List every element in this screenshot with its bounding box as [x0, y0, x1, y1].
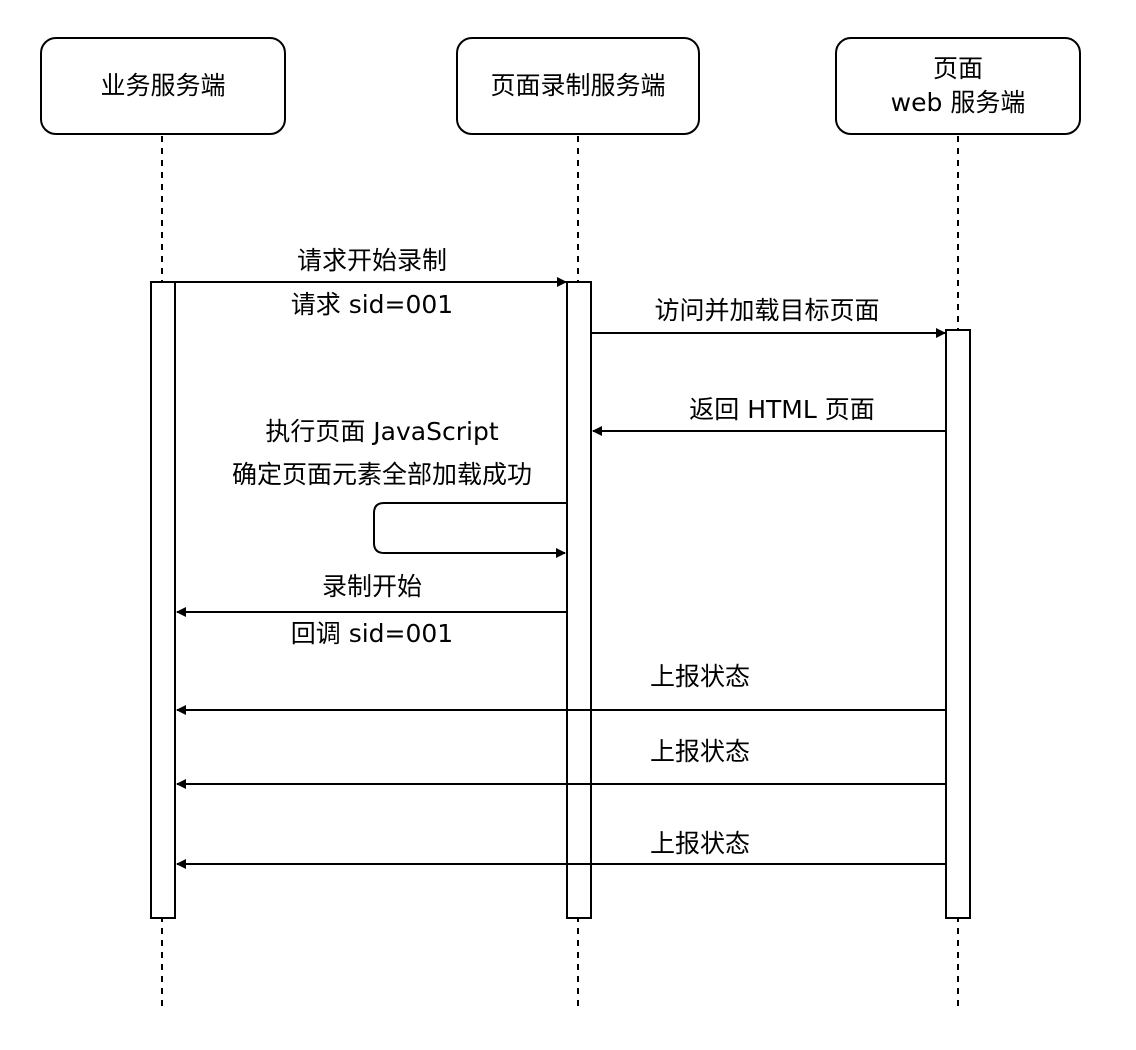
actor-web-label-line1: 页面: [932, 54, 983, 83]
msg-record-start-sub: 回调 sid=001: [290, 619, 454, 648]
actor-business: 业务服务端: [40, 37, 286, 135]
actor-web-label-line2: web 服务端: [890, 88, 1026, 117]
activation-recorder: [566, 281, 592, 919]
msg-visit-page: 访问并加载目标页面: [654, 296, 880, 325]
msg-report-3: 上报状态: [649, 829, 750, 858]
msg-report-2: 上报状态: [649, 737, 750, 766]
arrow-self-exec-js: [373, 502, 567, 558]
msg-report-1: 上报状态: [649, 662, 750, 691]
msg-return-html: 返回 HTML 页面: [689, 395, 875, 424]
actor-recorder-label: 页面录制服务端: [490, 71, 666, 100]
activation-web: [945, 329, 971, 919]
actor-business-label: 业务服务端: [100, 71, 226, 100]
msg-exec-js-title: 执行页面 JavaScript: [265, 417, 499, 446]
msg-record-start-title: 录制开始: [321, 572, 422, 601]
actor-recorder: 页面录制服务端: [456, 37, 700, 135]
activation-business: [150, 281, 176, 919]
msg-start-request-title: 请求开始录制: [296, 246, 447, 275]
msg-exec-js-sub: 确定页面元素全部加载成功: [231, 460, 532, 489]
actor-web: 页面 web 服务端: [835, 37, 1081, 135]
msg-start-request-sub: 请求 sid=001: [290, 290, 454, 319]
